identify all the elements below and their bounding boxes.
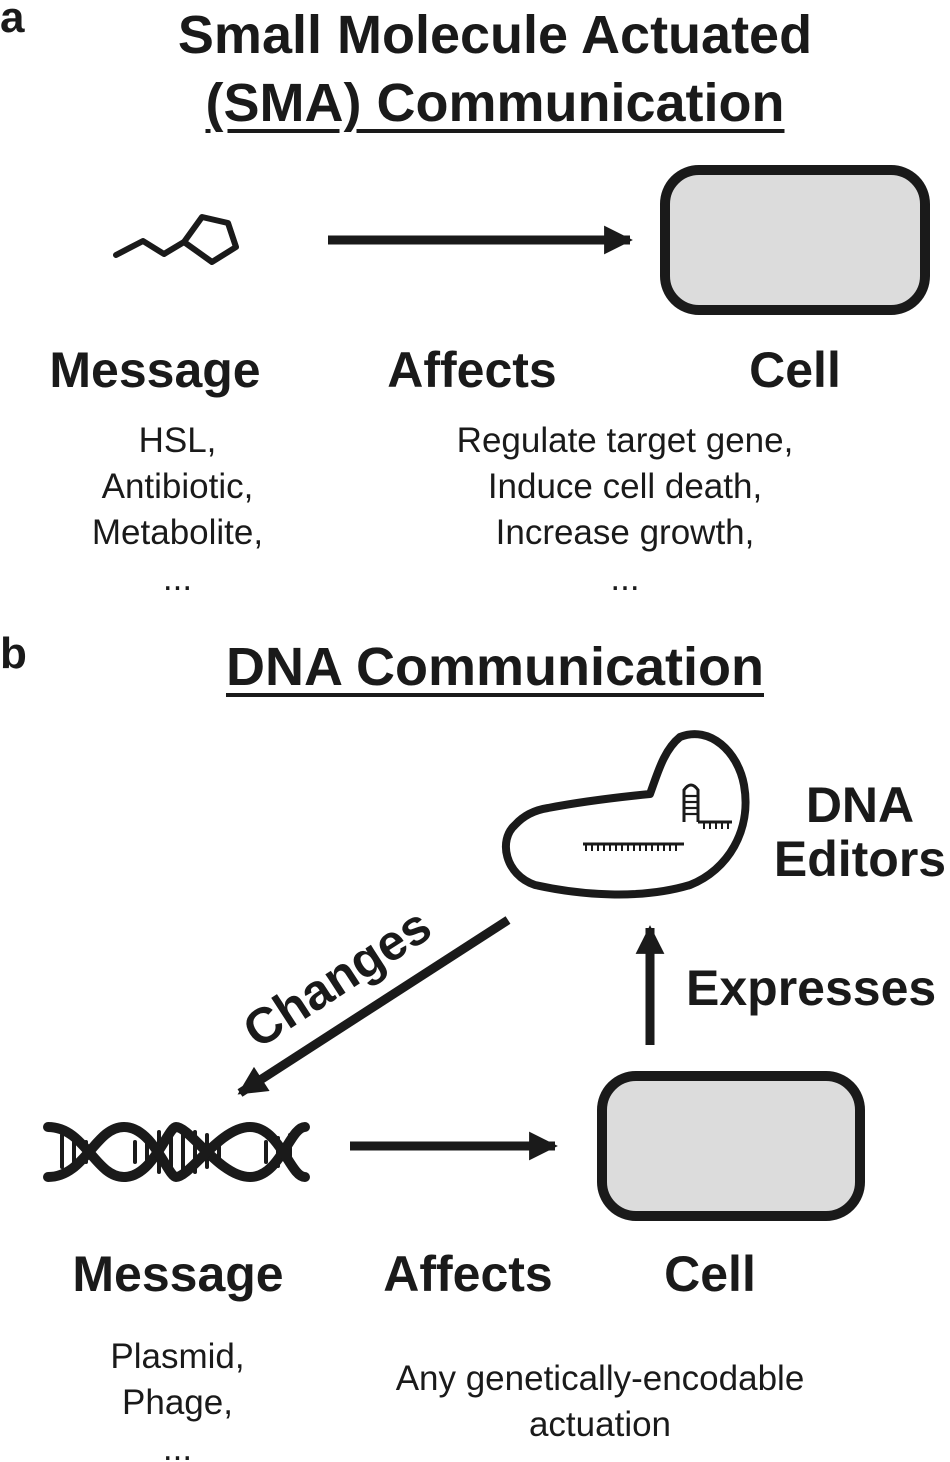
panel-a-effect-examples: Regulate target gene, Induce cell death,…	[425, 418, 825, 602]
panel-b-message-examples: Plasmid, Phage, ...	[55, 1334, 300, 1462]
panel-b-title-text: DNA Communication	[226, 637, 764, 697]
message-example-hsl: HSL,	[138, 421, 217, 460]
message-example-ellipsis: ...	[162, 559, 193, 598]
dna-editor-icon	[502, 730, 750, 899]
panel-a-message-examples: HSL, Antibiotic, Metabolite, ...	[50, 418, 305, 602]
arrow-changes	[237, 916, 511, 1097]
panel-b-message-label: Message	[72, 1246, 284, 1302]
panel-a-letter: a	[0, 0, 25, 42]
dna-editors-label-line1: DNA	[805, 777, 915, 833]
panel-a-cell-label: Cell	[749, 342, 841, 398]
message-example-ellipsis-b: ...	[162, 1429, 193, 1462]
message-example-antibiotic: Antibiotic,	[101, 467, 254, 506]
small-molecule-icon	[113, 214, 239, 265]
cell-a-icon	[660, 165, 930, 315]
message-example-plasmid: Plasmid,	[110, 1337, 245, 1376]
panel-a-title-line1: Small Molecule Actuated	[177, 5, 813, 65]
dna-helix-icon	[43, 1121, 310, 1183]
message-example-phage: Phage,	[122, 1383, 233, 1422]
dna-editors-label-line2: Editors	[773, 831, 947, 887]
message-example-metabolite: Metabolite,	[91, 513, 264, 552]
effect-example-growth: Increase growth,	[495, 513, 755, 552]
panel-a-title-line2-text: (SMA) Communication	[205, 73, 785, 133]
panel-a-message-label: Message	[49, 342, 261, 398]
effect-example-ellipsis: ...	[610, 559, 640, 598]
panel-b-cell-label: Cell	[664, 1246, 756, 1302]
panel-a-title-line2: (SMA) Communication	[0, 70, 950, 136]
expresses-label: Expresses	[686, 960, 937, 1016]
effect-example-any: Any genetically-encodable	[395, 1359, 805, 1398]
cell-b-icon	[597, 1071, 865, 1221]
panel-b-title: DNA Communication	[0, 634, 950, 700]
panel-b-effect-examples: Any genetically-encodable actuation	[360, 1356, 840, 1448]
panel-a-affects-label: Affects	[387, 342, 557, 398]
effect-example-regulate: Regulate target gene,	[456, 421, 794, 460]
panel-b-affects-label: Affects	[383, 1246, 553, 1302]
effect-example-actuation: actuation	[528, 1405, 672, 1444]
effect-example-death: Induce cell death,	[487, 467, 763, 506]
panel-b-letter: b	[0, 629, 27, 678]
